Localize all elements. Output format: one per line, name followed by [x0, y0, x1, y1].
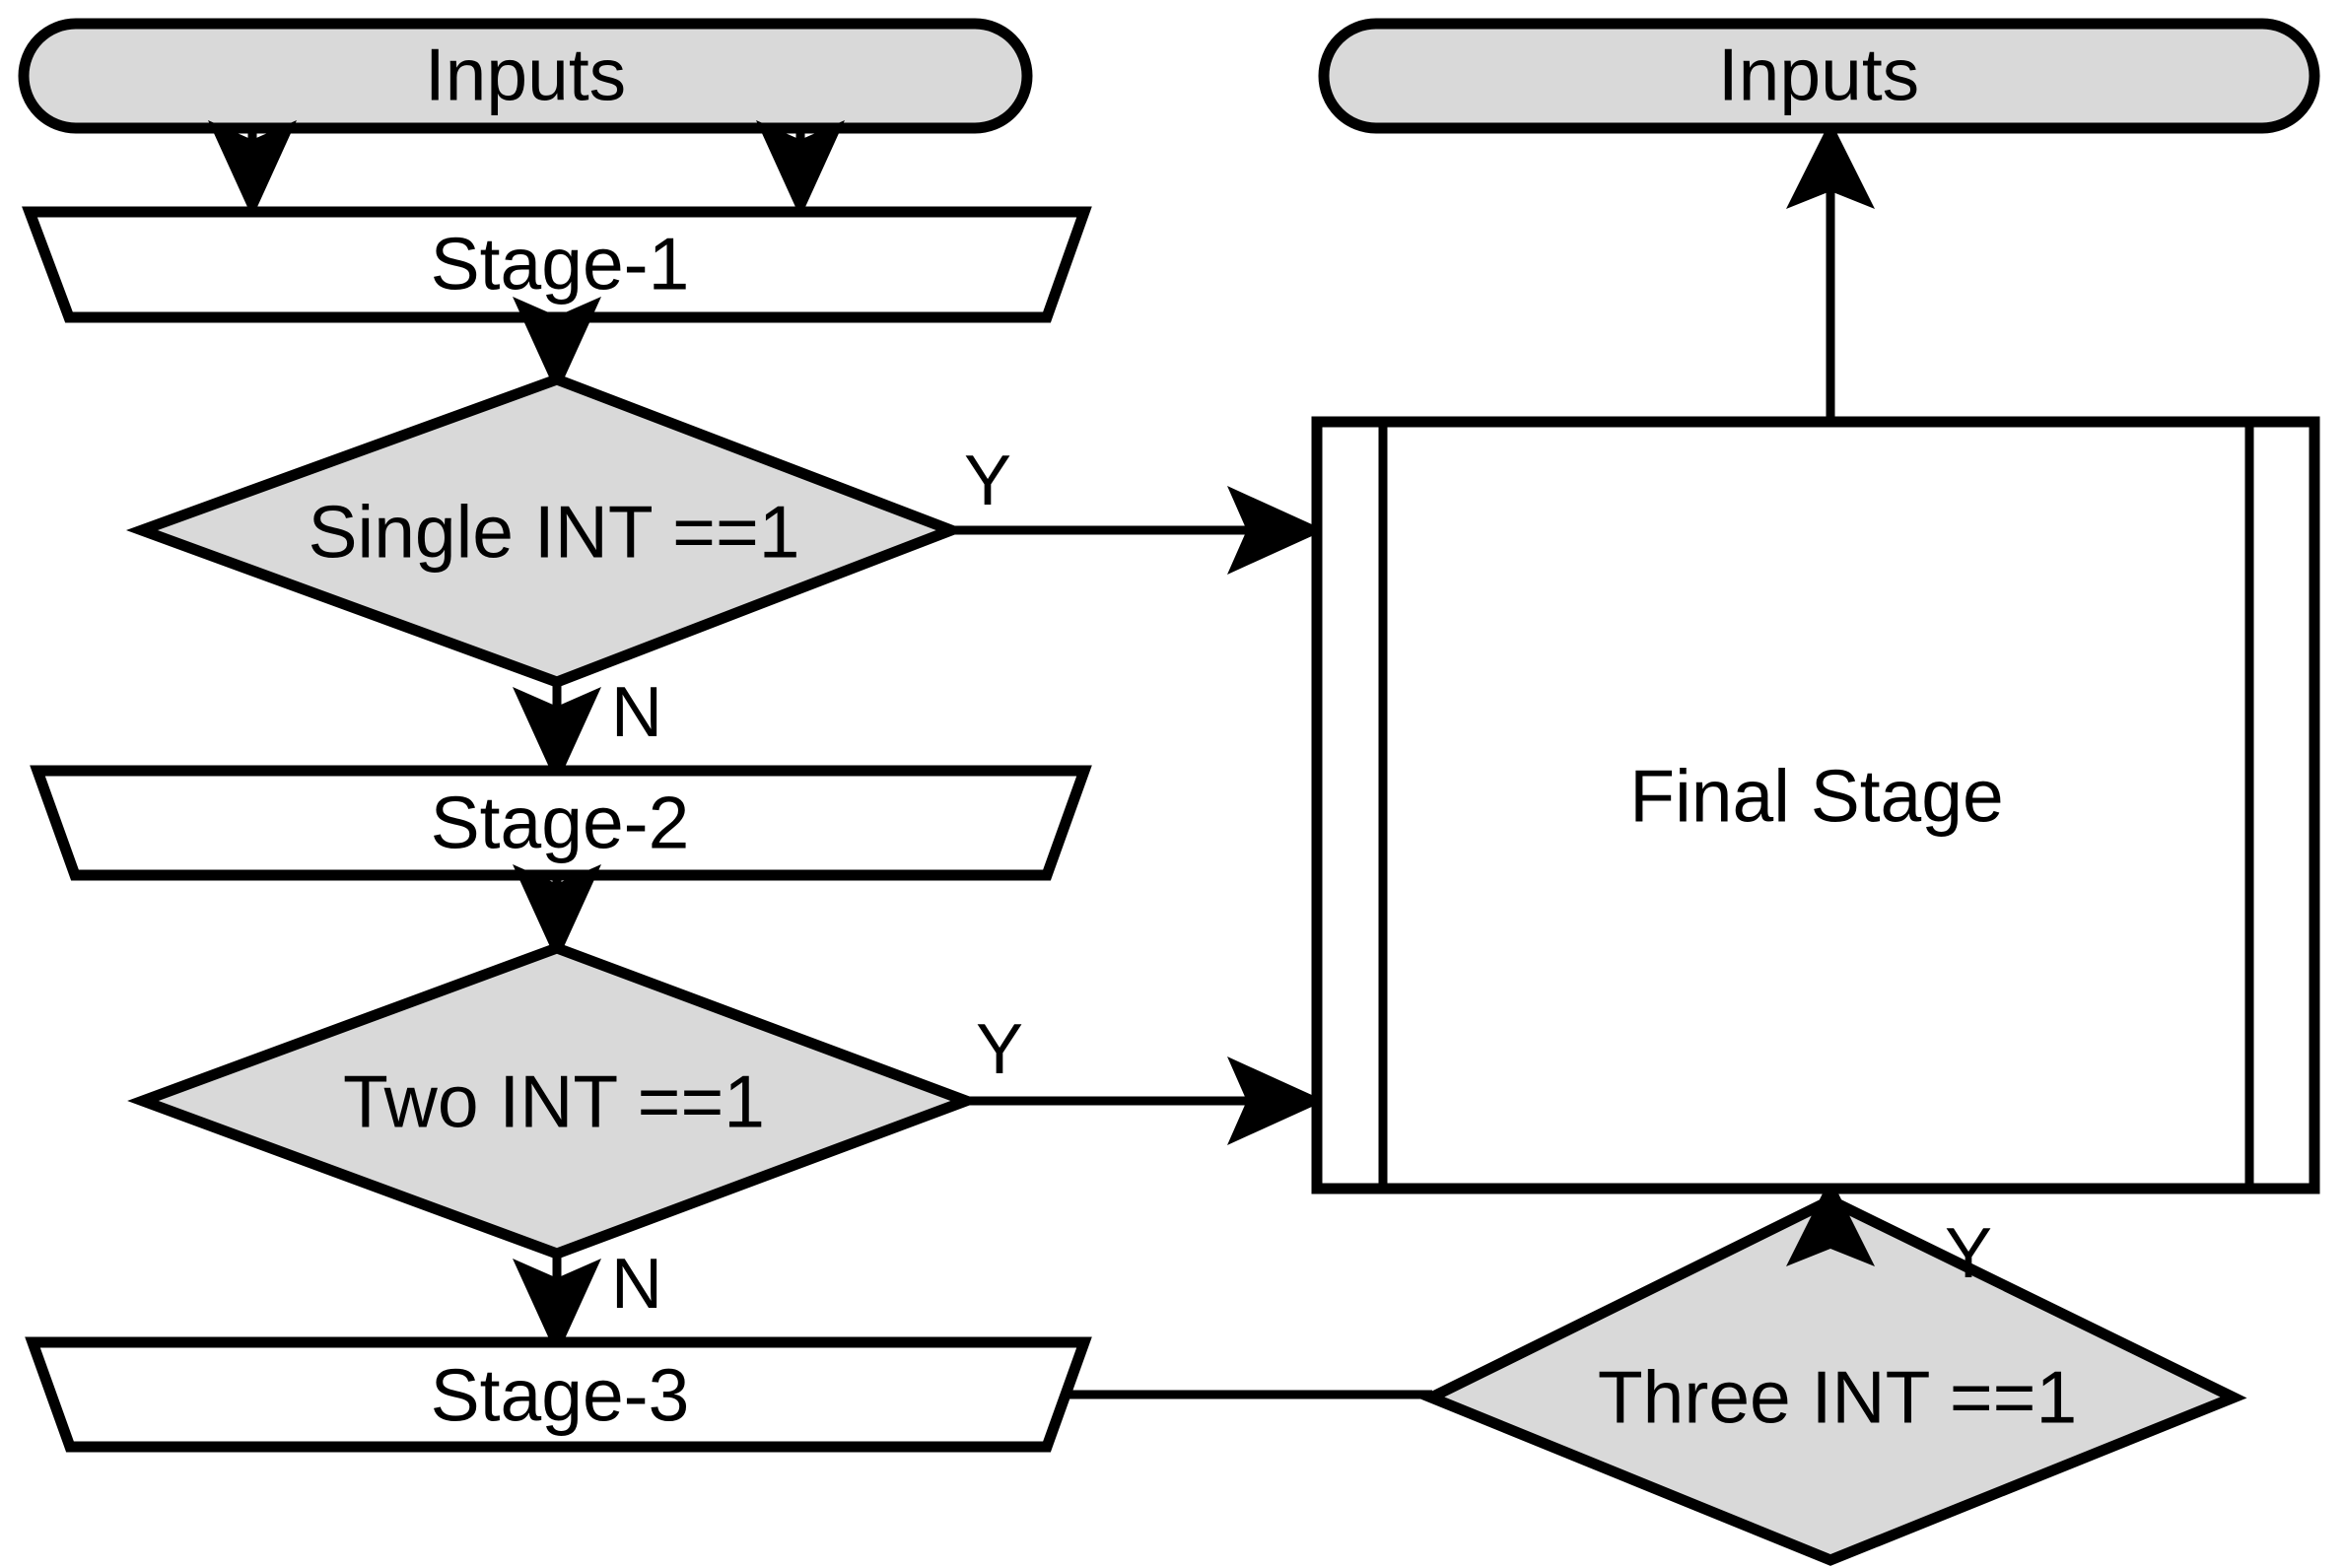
- edge-label-decision1-yes: Y: [963, 442, 1012, 520]
- decision3-label: Three INT ==1: [1597, 1355, 2078, 1439]
- edge-label-decision2-no: N: [611, 1245, 662, 1324]
- edge-label-decision3-yes: Y: [1944, 1214, 1993, 1293]
- decision3-shape: [1417, 1193, 2247, 1566]
- edge-label-decision2-yes: Y: [975, 1010, 1024, 1089]
- inputs-right-label: Inputs: [1717, 33, 1920, 116]
- stage2-shape: [30, 765, 1092, 881]
- bus-tick-a-icon: [228, 140, 272, 179]
- inputs-right-shape: [1318, 18, 2320, 134]
- final-stage-label: Final Stage: [1629, 754, 2004, 838]
- inputs-left-shape: [18, 18, 1033, 134]
- decision1-label: Single INT ==1: [308, 490, 800, 574]
- bus-tick-b-icon: [776, 140, 820, 179]
- stage1-shape: [22, 206, 1092, 323]
- edge-label-decision1-no: N: [611, 673, 662, 752]
- final-stage-shape: [1311, 416, 2320, 1194]
- stage3-label: Stage-3: [430, 1353, 690, 1437]
- stage3-shape: [25, 1336, 1092, 1453]
- stage1-label: Stage-1: [430, 222, 690, 306]
- inputs-left-label: Inputs: [424, 33, 627, 116]
- decision2-label: Two INT ==1: [343, 1059, 765, 1143]
- stage2-label: Stage-2: [430, 781, 690, 864]
